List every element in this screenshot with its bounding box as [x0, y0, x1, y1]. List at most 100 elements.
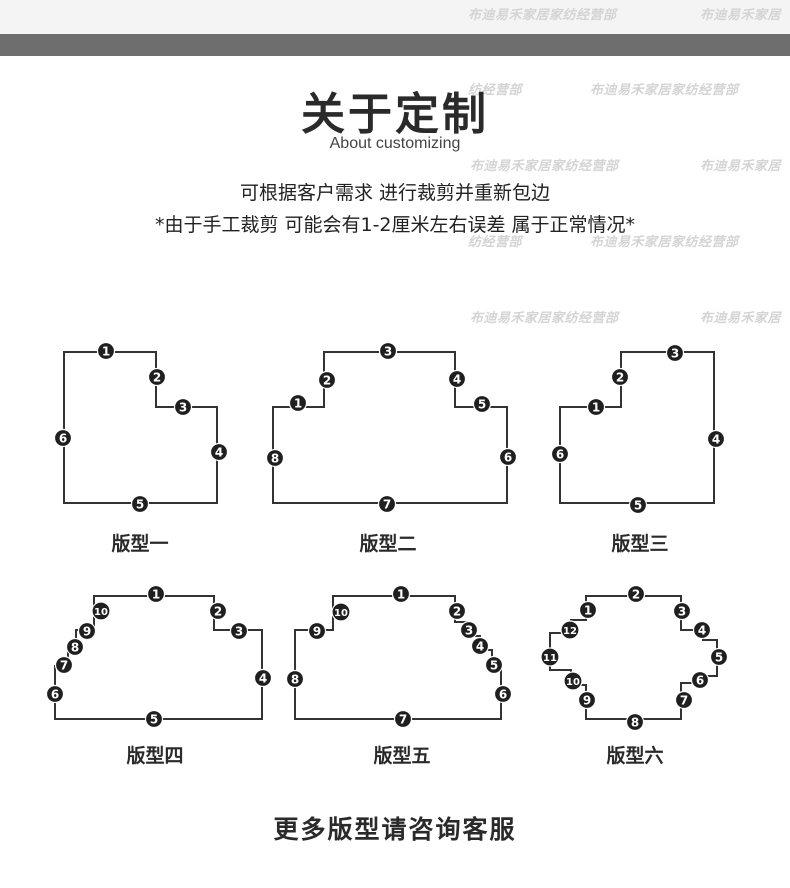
edge-marker-number: 1 [152, 588, 160, 602]
edge-marker [378, 341, 398, 361]
description-line-2: *由于手工裁剪 可能会有1-2厘米左右误差 属于正常情况* [154, 214, 636, 236]
edge-marker-number: 4 [215, 446, 223, 460]
watermark: 布迪易禾家居 [700, 159, 782, 174]
edge-marker [146, 584, 166, 604]
edge-marker [610, 367, 630, 387]
edge-marker-number: 1 [397, 588, 405, 602]
edge-marker [470, 636, 490, 656]
edge-marker-number: 6 [499, 688, 507, 702]
edge-marker [45, 684, 65, 704]
edge-marker-number: 5 [136, 498, 144, 512]
edge-marker [77, 621, 97, 641]
edge-marker-number: 6 [51, 688, 59, 702]
edge-marker-number: 5 [634, 499, 642, 513]
edge-marker [706, 429, 726, 449]
edge-marker-number: 1 [592, 401, 600, 415]
edge-marker [577, 690, 597, 710]
top-strip [0, 0, 790, 34]
edge-marker-number: 7 [399, 713, 407, 727]
edge-marker-number: 9 [313, 625, 321, 639]
edge-marker-number: 6 [59, 432, 67, 446]
edge-marker [672, 601, 692, 621]
watermark: 布迪易禾家居 [700, 8, 782, 23]
edge-marker [709, 647, 729, 667]
edge-marker-number: 11 [543, 653, 557, 664]
edge-marker [690, 670, 710, 690]
edge-marker-number: 6 [696, 674, 704, 688]
shape-label: 版型四 [126, 744, 183, 767]
edge-marker-number: 8 [271, 452, 279, 466]
edge-marker [229, 621, 249, 641]
edge-marker-number: 10 [334, 608, 348, 619]
edge-marker [54, 655, 74, 675]
edge-marker-number: 4 [698, 624, 706, 638]
page-title: 关于定制 [301, 89, 489, 140]
edge-marker [578, 600, 598, 620]
shape-outline [559, 351, 715, 504]
edge-marker-number: 8 [631, 716, 639, 730]
edge-marker [498, 447, 518, 467]
edge-marker [144, 709, 164, 729]
edge-marker [317, 370, 337, 390]
shape-outline [272, 351, 508, 504]
shape-outline [294, 595, 502, 720]
watermark: 布迪易禾家居家纺经营部 [470, 159, 619, 174]
edge-marker [665, 343, 685, 363]
edge-marker [307, 621, 327, 641]
page-subtitle: About customizing [329, 135, 461, 152]
shape-3: 1 2 3 4 5 6 版型三 [550, 343, 726, 555]
edge-marker [563, 671, 583, 691]
edge-marker-number: 5 [715, 651, 723, 665]
edge-marker-number: 3 [179, 401, 187, 415]
edge-marker [253, 668, 273, 688]
edge-marker-number: 2 [632, 588, 640, 602]
watermark: 纺经营部 [468, 83, 523, 98]
edge-marker [674, 690, 694, 710]
edge-marker [53, 428, 73, 448]
edge-marker [91, 601, 111, 621]
edge-marker-number: 9 [583, 694, 591, 708]
edge-marker-number: 8 [291, 673, 299, 687]
watermark: 布迪易禾家居 [700, 311, 782, 326]
shape-label: 版型五 [373, 744, 430, 767]
edge-marker [540, 647, 560, 667]
edge-marker [65, 637, 85, 657]
edge-marker [560, 620, 580, 640]
watermark: 布迪易禾家居家纺经营部 [590, 235, 739, 250]
edge-marker-number: 3 [671, 347, 679, 361]
edge-marker-number: 2 [453, 605, 461, 619]
edge-marker-number: 3 [235, 625, 243, 639]
edge-marker [377, 494, 397, 514]
edge-marker-number: 9 [83, 625, 91, 639]
edge-marker [459, 620, 479, 640]
edge-marker [288, 393, 308, 413]
shape-label: 版型三 [611, 532, 668, 555]
edge-marker-number: 2 [153, 371, 161, 385]
edge-marker [147, 367, 167, 387]
edge-marker-number: 1 [102, 345, 110, 359]
edge-marker-number: 10 [94, 607, 108, 618]
shape-outline [54, 595, 263, 720]
edge-marker [472, 394, 492, 414]
edge-marker [625, 712, 645, 732]
edge-marker [130, 494, 150, 514]
watermark: 纺经营部 [468, 235, 523, 250]
contact-service-note: 更多版型请咨询客服 [273, 815, 517, 844]
edge-marker-number: 2 [616, 371, 624, 385]
shape-label: 版型六 [606, 744, 663, 767]
edge-marker [447, 601, 467, 621]
edge-marker-number: 6 [504, 451, 512, 465]
edge-marker [493, 684, 513, 704]
edge-marker-number: 2 [214, 605, 222, 619]
edge-marker [96, 341, 116, 361]
edge-marker [285, 669, 305, 689]
edge-marker-number: 4 [712, 433, 720, 447]
edge-marker [209, 442, 229, 462]
edge-marker-number: 3 [384, 345, 392, 359]
edge-marker-number: 6 [556, 448, 564, 462]
